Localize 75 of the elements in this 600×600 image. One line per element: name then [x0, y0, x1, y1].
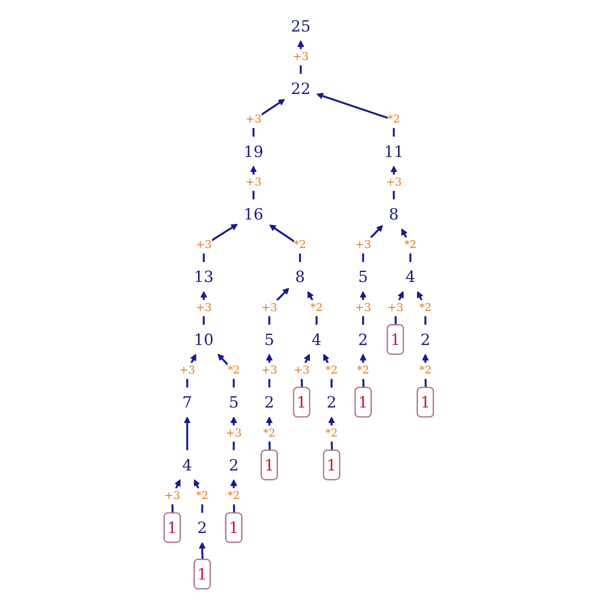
arrow — [230, 479, 237, 514]
edge-label: +3 — [387, 302, 404, 314]
edge-label: +3 — [293, 364, 310, 377]
node-text: 4 — [311, 330, 322, 349]
edge-label: +3 — [164, 490, 180, 502]
arrow — [198, 542, 206, 560]
node-text: 2 — [420, 330, 430, 349]
arrow — [170, 479, 180, 514]
edge-label: +3 — [195, 238, 212, 252]
node-text: 2 — [196, 518, 207, 537]
edge-label: *2 — [294, 238, 306, 252]
node-text: 16 — [243, 204, 264, 224]
node-text: 13 — [194, 267, 214, 286]
node-text: 11 — [384, 142, 404, 161]
edge-label: *2 — [325, 364, 338, 377]
edge-label: *2 — [227, 490, 240, 502]
arrow — [200, 291, 207, 325]
node-text: 2 — [326, 392, 336, 412]
edge-label: +3 — [354, 302, 371, 314]
arrow — [300, 354, 310, 388]
edge-label: *2 — [418, 302, 432, 314]
arrow — [322, 354, 332, 388]
arrow — [328, 416, 335, 451]
edge-label: *2 — [387, 113, 400, 126]
node-text: 19 — [243, 142, 264, 161]
arrow — [359, 291, 366, 325]
arrow — [268, 288, 289, 325]
arrow — [297, 40, 304, 74]
node-text: 5 — [358, 267, 368, 286]
node-text: 8 — [388, 204, 398, 224]
edge-label: +3 — [354, 238, 371, 252]
node-text: 4 — [182, 456, 192, 474]
edge-label: *2 — [196, 490, 208, 502]
arrow — [390, 166, 397, 200]
node-text: 25 — [290, 16, 310, 36]
arrow — [252, 98, 285, 137]
node-text: 10 — [194, 330, 214, 349]
edge-label: *2 — [418, 364, 432, 377]
edge-label: +3 — [385, 176, 402, 189]
arrow — [362, 225, 383, 262]
edge-label: +3 — [245, 176, 262, 189]
edge-label: +3 — [195, 302, 212, 314]
edge-label: +3 — [225, 426, 242, 440]
arrow — [266, 354, 272, 388]
edge-label: +3 — [260, 302, 277, 314]
edge-label: *2 — [325, 426, 338, 440]
arrow — [266, 416, 272, 451]
edge-label: *2 — [227, 364, 240, 377]
edge-label: +3 — [178, 364, 195, 377]
node-text: 2 — [264, 392, 274, 412]
node-text: 8 — [294, 267, 305, 286]
node-text: 22 — [290, 79, 310, 98]
node-text: 4 — [405, 267, 415, 286]
node-text: 5 — [228, 392, 238, 412]
edge-label: +3 — [292, 50, 308, 64]
arrow — [183, 416, 190, 450]
arrow — [307, 291, 318, 325]
arrow — [230, 416, 237, 450]
node-text: 2 — [358, 330, 368, 349]
arrow — [394, 291, 404, 326]
edge-label: *2 — [262, 426, 276, 440]
node-text: 5 — [264, 330, 274, 349]
arrow — [250, 166, 257, 200]
node-text: 2 — [228, 456, 238, 474]
arrow — [193, 479, 203, 513]
arrow — [359, 354, 366, 388]
edge-label: *2 — [404, 238, 416, 252]
edge-label: +3 — [245, 113, 262, 126]
edge-label: +3 — [260, 364, 277, 377]
edge-label: *2 — [310, 302, 322, 314]
arrow — [316, 92, 394, 137]
node-text: 7 — [182, 392, 192, 412]
edge-label: *2 — [356, 364, 369, 377]
arrow — [202, 224, 238, 262]
arrow — [186, 354, 196, 388]
